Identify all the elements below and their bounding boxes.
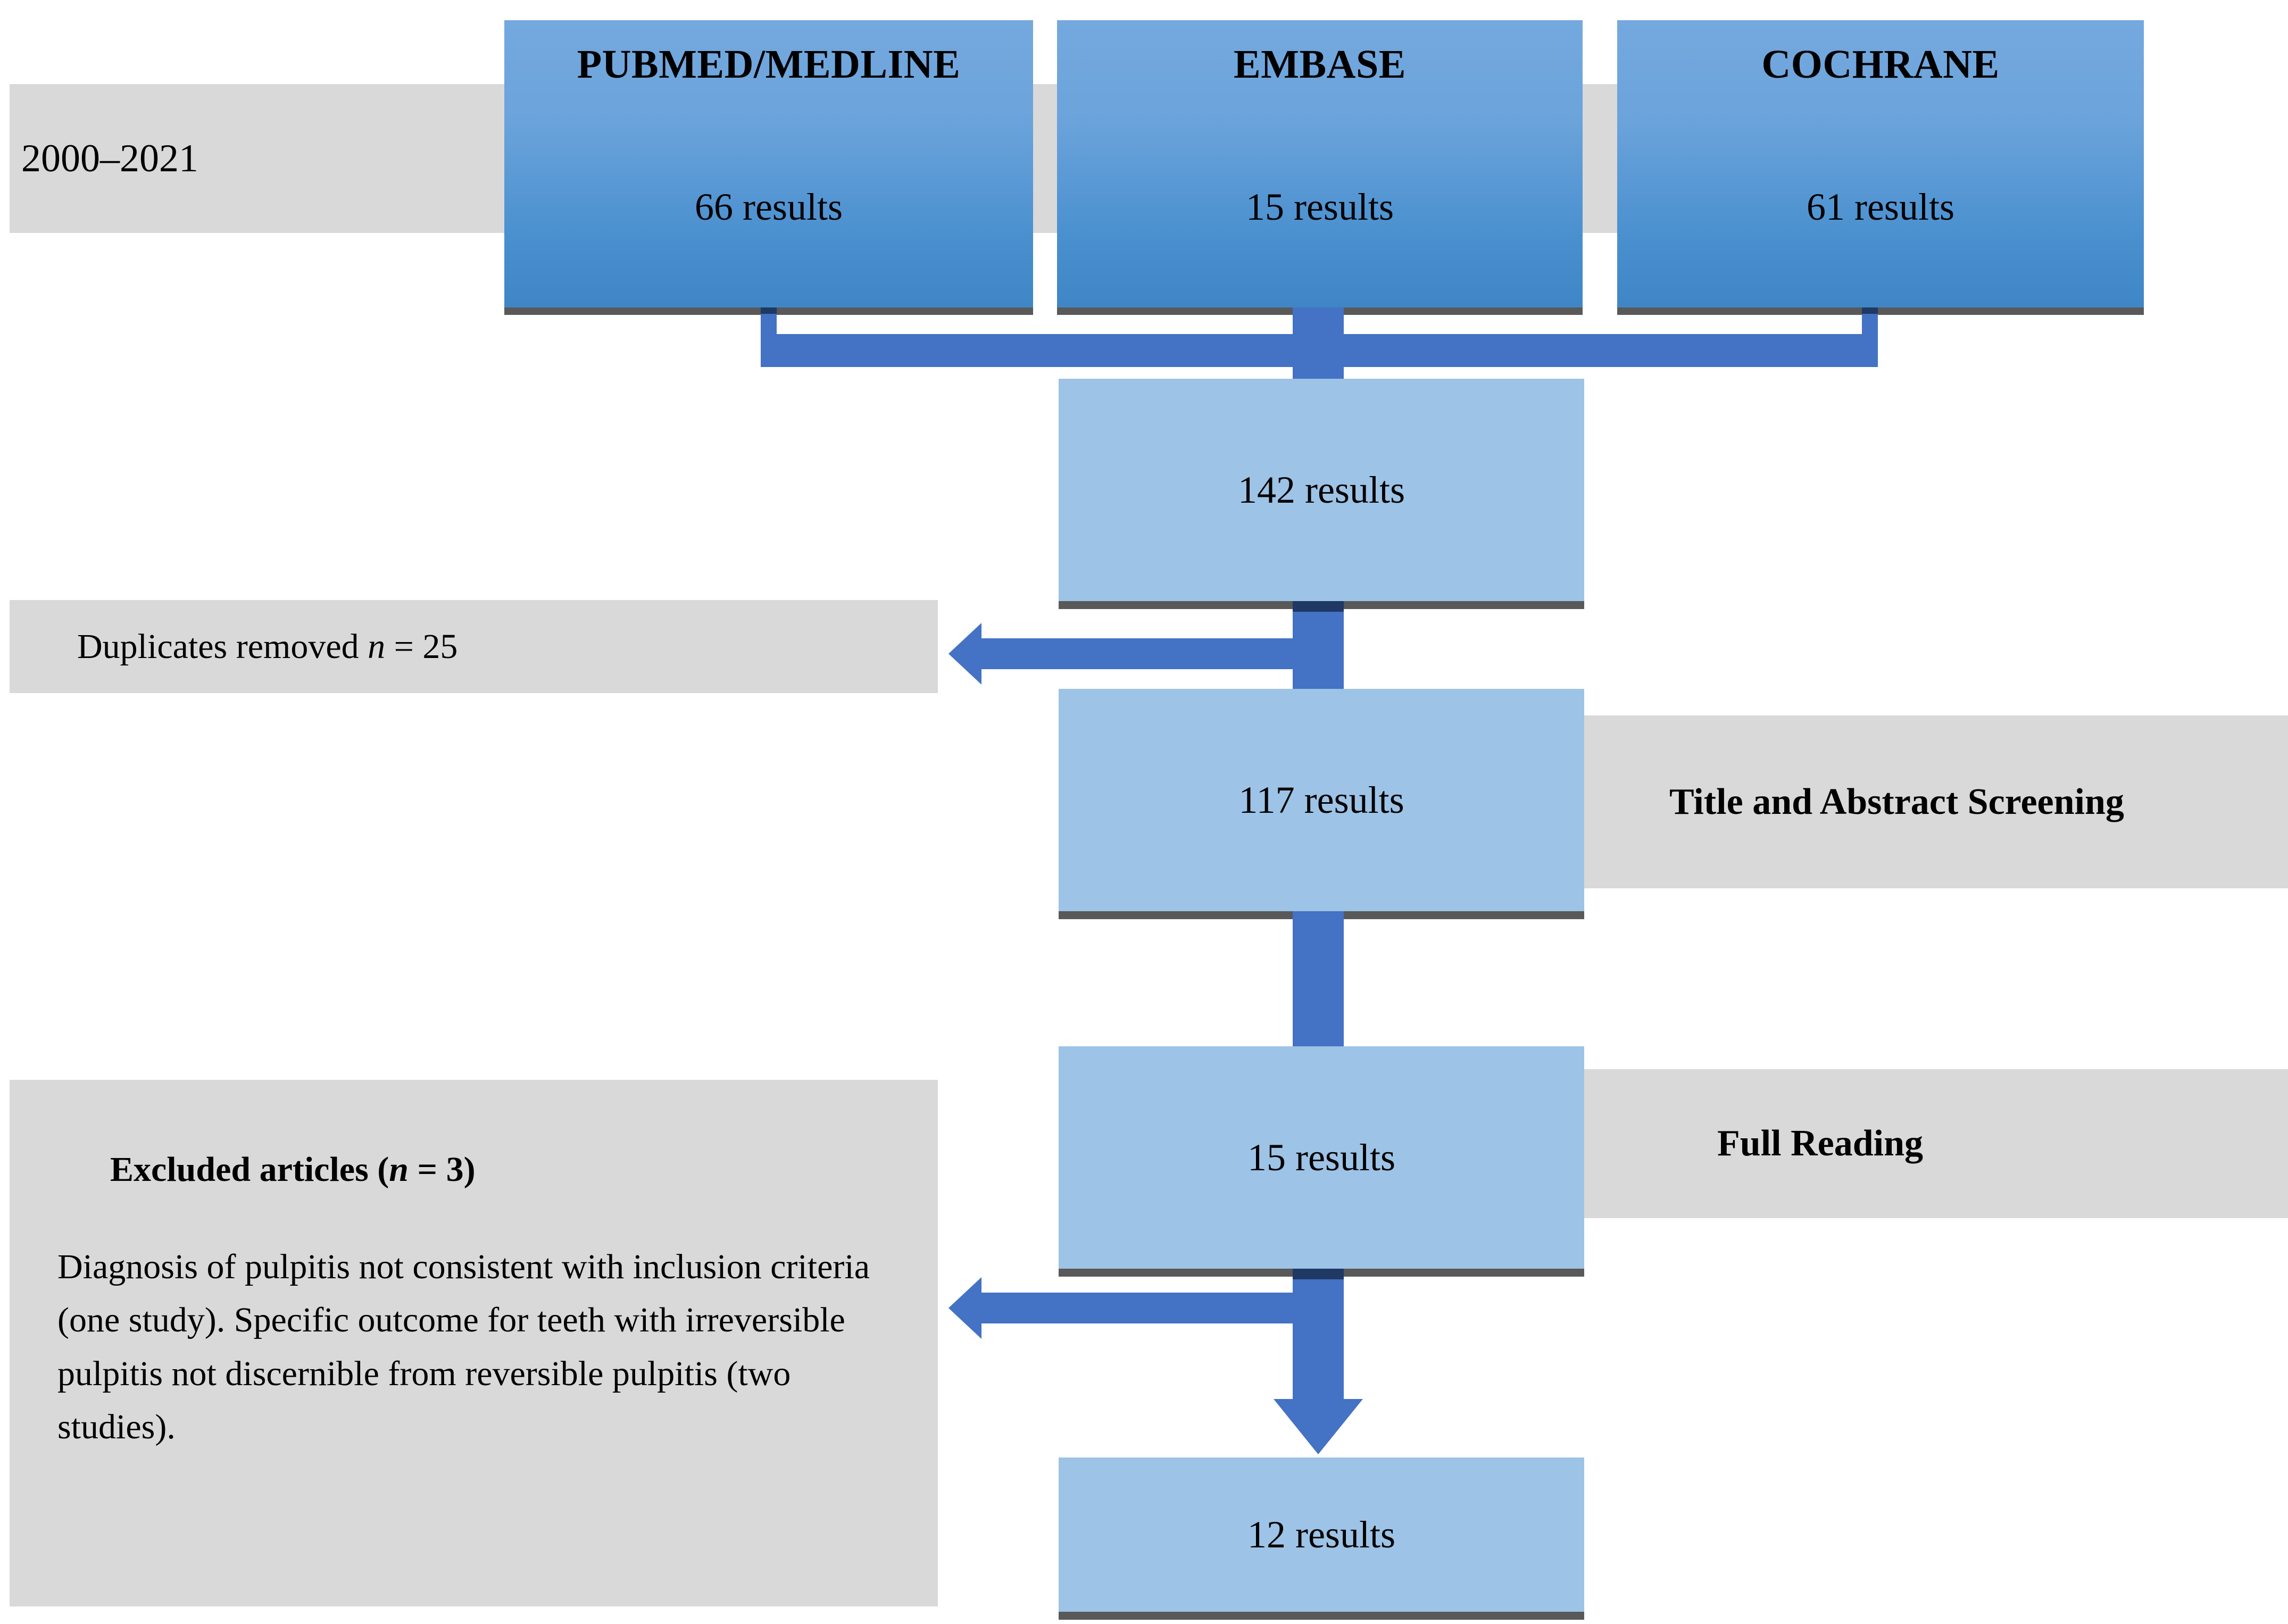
period-label: 2000–2021	[21, 136, 198, 180]
excluded-heading-n: n	[389, 1150, 409, 1189]
duplicates-value: 25	[422, 627, 458, 666]
duplicates-n-symbol: n	[368, 627, 386, 666]
duplicates-prefix: Duplicates removed	[77, 627, 368, 666]
source-title-cochrane: COCHRANE	[1761, 42, 2000, 87]
source-count-embase: 15 results	[1246, 186, 1394, 228]
flow-box-included-shadow	[1059, 1612, 1584, 1620]
stage-label-full-reading: Full Reading	[1717, 1123, 1924, 1164]
duplicates-branch-stem	[1293, 612, 1344, 697]
source-box-embase[interactable]: EMBASE 15 results	[1057, 20, 1583, 315]
stage-label-full-reading-panel: Full Reading	[1584, 1069, 2288, 1218]
source-box-cochrane-shadow	[1617, 307, 2144, 315]
source-count-pubmed: 66 results	[695, 186, 843, 228]
flow-count-full-text: 15 results	[1247, 1136, 1395, 1179]
duplicates-branch-cap	[1293, 601, 1344, 613]
flow-box-full-text[interactable]: 15 results	[1059, 1046, 1584, 1277]
flow-count-identified: 142 results	[1238, 468, 1405, 511]
excluded-articles-panel: Excluded articles (n = 3) Diagnosis of p…	[10, 1080, 938, 1606]
flow-box-included[interactable]: 12 results	[1059, 1458, 1584, 1620]
connector-merge-drop	[1293, 334, 1344, 387]
connector-stub-pubmed	[761, 314, 777, 335]
excluded-arrow-shaft	[981, 1293, 1295, 1323]
excluded-branch-stem	[1293, 1279, 1344, 1402]
duplicates-equals: =	[385, 627, 423, 666]
flow-box-identified[interactable]: 142 results	[1059, 379, 1584, 609]
connector-stub-cochrane	[1862, 314, 1878, 335]
duplicates-removed-label: Duplicates removed n = 25	[24, 586, 457, 707]
flow-count-after-duplicates: 117 results	[1238, 778, 1404, 821]
excluded-branch-cap	[1293, 1269, 1344, 1280]
source-title-pubmed: PUBMED/MEDLINE	[577, 42, 961, 87]
source-box-cochrane[interactable]: COCHRANE 61 results	[1617, 20, 2144, 315]
excluded-heading-equals: =	[408, 1150, 446, 1189]
excluded-articles-heading: Excluded articles (n = 3)	[57, 1117, 890, 1222]
excluded-heading-suffix: )	[463, 1150, 476, 1189]
flow-count-included: 12 results	[1247, 1513, 1395, 1556]
duplicates-arrow-head	[949, 623, 981, 685]
duplicates-arrow-shaft	[981, 638, 1295, 669]
excluded-heading-value: 3	[446, 1150, 464, 1189]
flow-box-after-duplicates[interactable]: 117 results	[1059, 689, 1584, 919]
excluded-arrow-head	[949, 1277, 981, 1339]
source-title-embase: EMBASE	[1234, 42, 1406, 87]
duplicates-removed-panel: Duplicates removed n = 25	[10, 600, 938, 693]
stage-label-screening-panel: Title and Abstract Screening	[1584, 715, 2288, 888]
excluded-articles-body: Diagnosis of pulpitis not consistent wit…	[57, 1247, 879, 1446]
excluded-heading-prefix: Excluded articles (	[110, 1150, 389, 1189]
included-arrow-head	[1274, 1399, 1363, 1454]
source-count-cochrane: 61 results	[1807, 186, 1954, 228]
connector-screening	[1293, 911, 1344, 1046]
stage-label-screening: Title and Abstract Screening	[1669, 781, 2124, 822]
source-box-pubmed[interactable]: PUBMED/MEDLINE 66 results	[504, 20, 1033, 315]
